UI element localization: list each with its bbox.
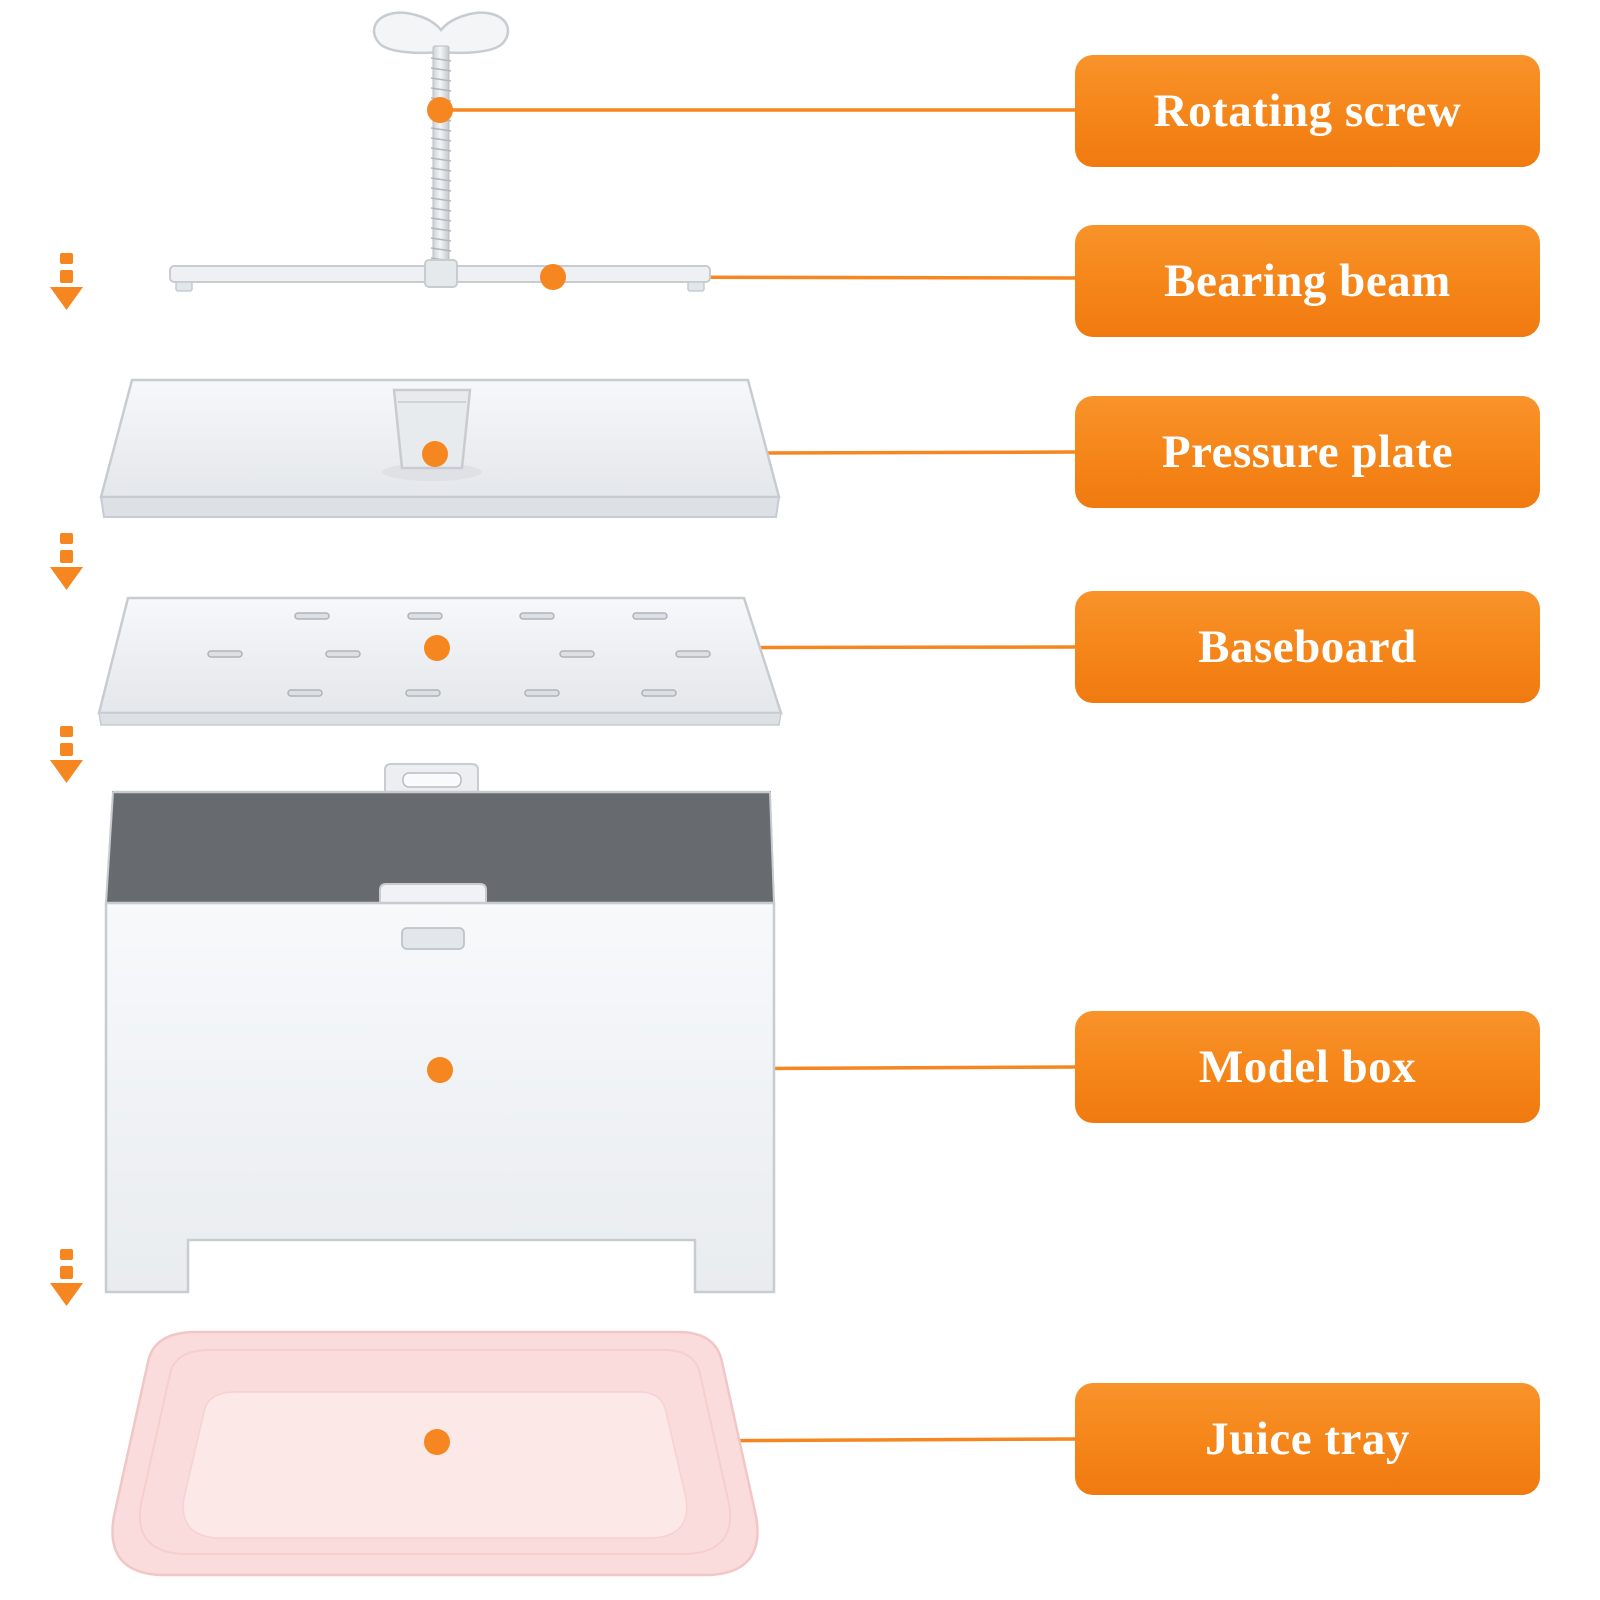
label-baseboard: Baseboard — [1075, 591, 1540, 703]
model-box-illustration — [104, 763, 776, 1294]
label-pressure-plate-text: Pressure plate — [1161, 426, 1454, 478]
connector-dot — [427, 1057, 453, 1083]
connector-dot — [422, 441, 448, 467]
connector-dot — [424, 635, 450, 661]
rotating-screw-illustration — [372, 11, 510, 273]
connector-dot — [427, 97, 453, 123]
label-rotating-screw-text: Rotating screw — [1153, 85, 1462, 137]
label-baseboard-text: Baseboard — [1198, 621, 1417, 673]
label-model-box: Model box — [1075, 1011, 1540, 1123]
down-arrows — [50, 253, 83, 1306]
label-juice-tray-text: Juice tray — [1205, 1413, 1410, 1465]
down-arrow-icon — [50, 253, 83, 310]
connector-dot — [424, 1429, 450, 1455]
connector-dots — [422, 97, 566, 1455]
label-rotating-screw: Rotating screw — [1075, 55, 1540, 167]
baseboard-illustration — [97, 596, 783, 726]
label-bearing-beam-text: Bearing beam — [1164, 255, 1451, 307]
down-arrow-icon — [50, 726, 83, 783]
label-juice-tray: Juice tray — [1075, 1383, 1540, 1495]
down-arrow-icon — [50, 533, 83, 590]
label-bearing-beam: Bearing beam — [1075, 225, 1540, 337]
label-model-box-text: Model box — [1198, 1041, 1417, 1093]
pressure-plate-illustration — [99, 378, 781, 518]
down-arrow-icon — [50, 1249, 83, 1306]
baseboard-slots — [207, 612, 711, 697]
bearing-beam-illustration — [169, 259, 711, 292]
connector-dot — [540, 264, 566, 290]
label-pressure-plate: Pressure plate — [1075, 396, 1540, 508]
